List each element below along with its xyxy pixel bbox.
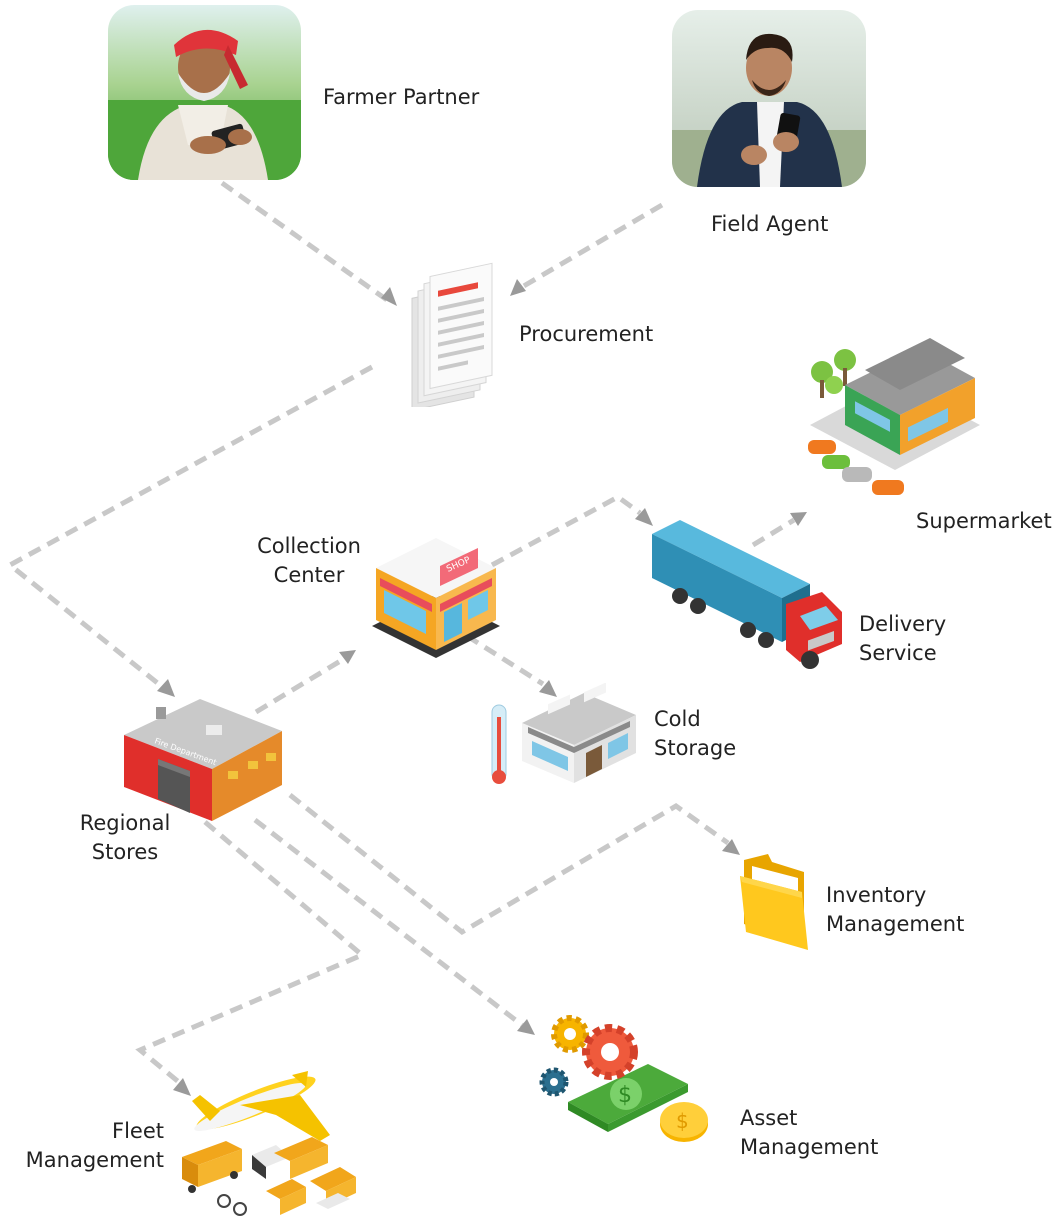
svg-text:$: $: [618, 1083, 632, 1108]
arrowhead: [173, 1078, 191, 1096]
shop-icon: SHOP: [368, 518, 503, 658]
arrowheads: [157, 279, 807, 1096]
arrowhead: [635, 508, 653, 526]
procurement-label: Procurement: [519, 322, 654, 346]
field-agent-photo: [672, 10, 866, 187]
arrowhead: [517, 1019, 535, 1035]
warehouse-icon: Fire Department: [120, 695, 285, 825]
fleet-vehicles-icon: [180, 1065, 358, 1225]
svg-text:$: $: [676, 1109, 689, 1133]
farmer-partner-label: Farmer Partner: [323, 85, 480, 109]
edge-regional-fleet: [135, 820, 367, 1085]
edge-delivery-supermarket: [751, 517, 796, 548]
edge-regional-collection: [254, 657, 344, 715]
arrowhead: [339, 650, 356, 664]
arrowhead: [539, 680, 557, 697]
asset-management-label: Asset Management: [740, 1106, 879, 1159]
edge-farmer-procurement: [220, 180, 389, 303]
collection-center-label: Collection Center: [257, 534, 361, 587]
truck-icon: [650, 512, 845, 672]
edge-collection-cold: [465, 633, 545, 687]
arrowhead: [157, 679, 175, 697]
field-agent-label: Field Agent: [711, 212, 829, 236]
edge-regional-inventory: [288, 793, 730, 936]
fleet-management-label: Fleet Management: [25, 1119, 164, 1172]
cold-storage-label: Cold Storage: [654, 707, 737, 760]
edge-collection-delivery: [490, 494, 642, 568]
farmer-photo: [108, 5, 301, 180]
edge-procurement-regional: [5, 364, 374, 687]
regional-stores-label: Regional Stores: [79, 811, 171, 864]
edge-fieldagent-procurement: [520, 202, 664, 290]
folder-icon: [738, 852, 810, 952]
edge-regional-asset: [253, 818, 524, 1027]
arrowhead: [790, 512, 807, 526]
cold-storage-icon: [488, 682, 638, 788]
supermarket-label: Supermarket: [916, 509, 1052, 533]
arrowhead: [722, 839, 740, 855]
arrowhead: [381, 287, 397, 306]
delivery-service-label: Delivery Service: [859, 612, 947, 665]
document-stack-icon: [404, 252, 504, 411]
inventory-management-label: Inventory Management: [826, 883, 965, 936]
arrowhead: [510, 279, 526, 296]
supermarket-building-icon: [800, 330, 985, 508]
gears-money-icon: $ $: [538, 1012, 713, 1147]
